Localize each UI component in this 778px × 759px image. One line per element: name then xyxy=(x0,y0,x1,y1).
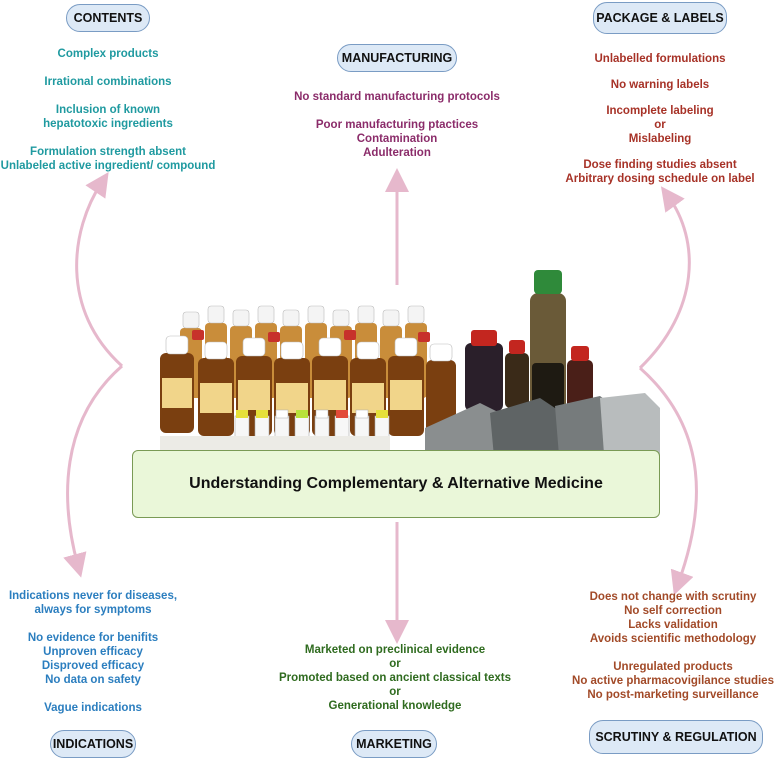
heading-indications: INDICATIONS xyxy=(50,730,136,758)
manufacturing-list: No standard manufacturing protocols Poor… xyxy=(267,90,527,160)
indications-item: Unproven efficacy xyxy=(43,646,143,658)
marketing-item: or xyxy=(389,686,401,698)
back-caps xyxy=(182,305,425,329)
indications-item: No data on safety xyxy=(45,674,141,686)
contents-list: Complex products Irrational combinations… xyxy=(0,47,216,173)
package-item: Dose finding studies absent xyxy=(583,159,737,171)
package-item: Mislabeling xyxy=(628,133,692,145)
indications-item: Disproved efficacy xyxy=(41,660,145,672)
marketing-item: Promoted based on ancient classical text… xyxy=(279,672,511,684)
indications-item: Indications never for diseases, xyxy=(8,590,178,602)
heading-marketing: MARKETING xyxy=(351,730,437,758)
arrow-to-scrutiny xyxy=(639,366,698,596)
indications-item: No evidence for benifits xyxy=(27,632,159,644)
contents-item: Formulation strength absent xyxy=(30,146,186,158)
manufacturing-item: No standard manufacturing protocols xyxy=(294,91,500,103)
arrow-to-indications xyxy=(63,364,123,578)
scrutiny-regulation-list: Does not change with scrutiny No self co… xyxy=(568,590,778,702)
package-item: Arbitrary dosing schedule on label xyxy=(565,173,755,185)
marketing-item: or xyxy=(389,658,401,670)
arrow-to-contents xyxy=(75,172,124,368)
scrutiny-item: No self correction xyxy=(624,605,722,617)
red-caps xyxy=(192,330,430,342)
manufacturing-item: Poor manufacturing ptactices xyxy=(315,119,479,131)
front-caps xyxy=(165,335,453,362)
indications-list: Indications never for diseases, always f… xyxy=(0,589,186,715)
contents-item: Irrational combinations xyxy=(44,76,172,88)
contents-item: Complex products xyxy=(57,48,159,60)
heading-scrutiny-regulation: SCRUTINY & REGULATION xyxy=(589,720,763,754)
heading-package-labels: PACKAGE & LABELS xyxy=(593,2,727,34)
center-title-banner: Understanding Complementary & Alternativ… xyxy=(132,450,660,518)
contents-item: Unlabeled active ingredient/ compound xyxy=(0,160,216,172)
manufacturing-item: Adulteration xyxy=(363,147,431,159)
package-item: or xyxy=(654,119,666,131)
package-item: Incomplete labeling xyxy=(606,105,714,117)
scrutiny-item: Avoids scientific methodology xyxy=(589,633,757,645)
package-labels-list: Unlabelled formulations No warning label… xyxy=(560,52,760,186)
scrutiny-item: Unregulated products xyxy=(613,661,733,673)
heading-manufacturing: MANUFACTURING xyxy=(337,44,457,72)
marketing-list: Marketed on preclinical evidence or Prom… xyxy=(264,643,526,713)
heading-contents: CONTENTS xyxy=(66,4,150,32)
scrutiny-item: Lacks validation xyxy=(628,619,718,631)
scrutiny-item: No active pharmacovigilance studies xyxy=(572,675,774,687)
center-title: Understanding Complementary & Alternativ… xyxy=(189,475,603,492)
package-item: Unlabelled formulations xyxy=(594,53,726,65)
scrutiny-item: Does not change with scrutiny xyxy=(589,591,757,603)
marketing-item: Generational knowledge xyxy=(328,700,462,712)
product-photo xyxy=(160,270,660,468)
indications-item: always for symptoms xyxy=(34,604,152,616)
marketing-item: Marketed on preclinical evidence xyxy=(304,644,486,656)
dark-bottles xyxy=(465,270,593,413)
front-labels xyxy=(162,378,422,413)
contents-item: Inclusion of known xyxy=(55,104,161,116)
contents-item: hepatotoxic ingredients xyxy=(43,118,173,130)
scrutiny-item: No post-marketing surveillance xyxy=(587,689,759,701)
indications-item: Vague indications xyxy=(44,702,142,714)
manufacturing-item: Contamination xyxy=(356,133,438,145)
arrow-to-package xyxy=(638,186,691,370)
package-item: No warning labels xyxy=(610,79,710,91)
